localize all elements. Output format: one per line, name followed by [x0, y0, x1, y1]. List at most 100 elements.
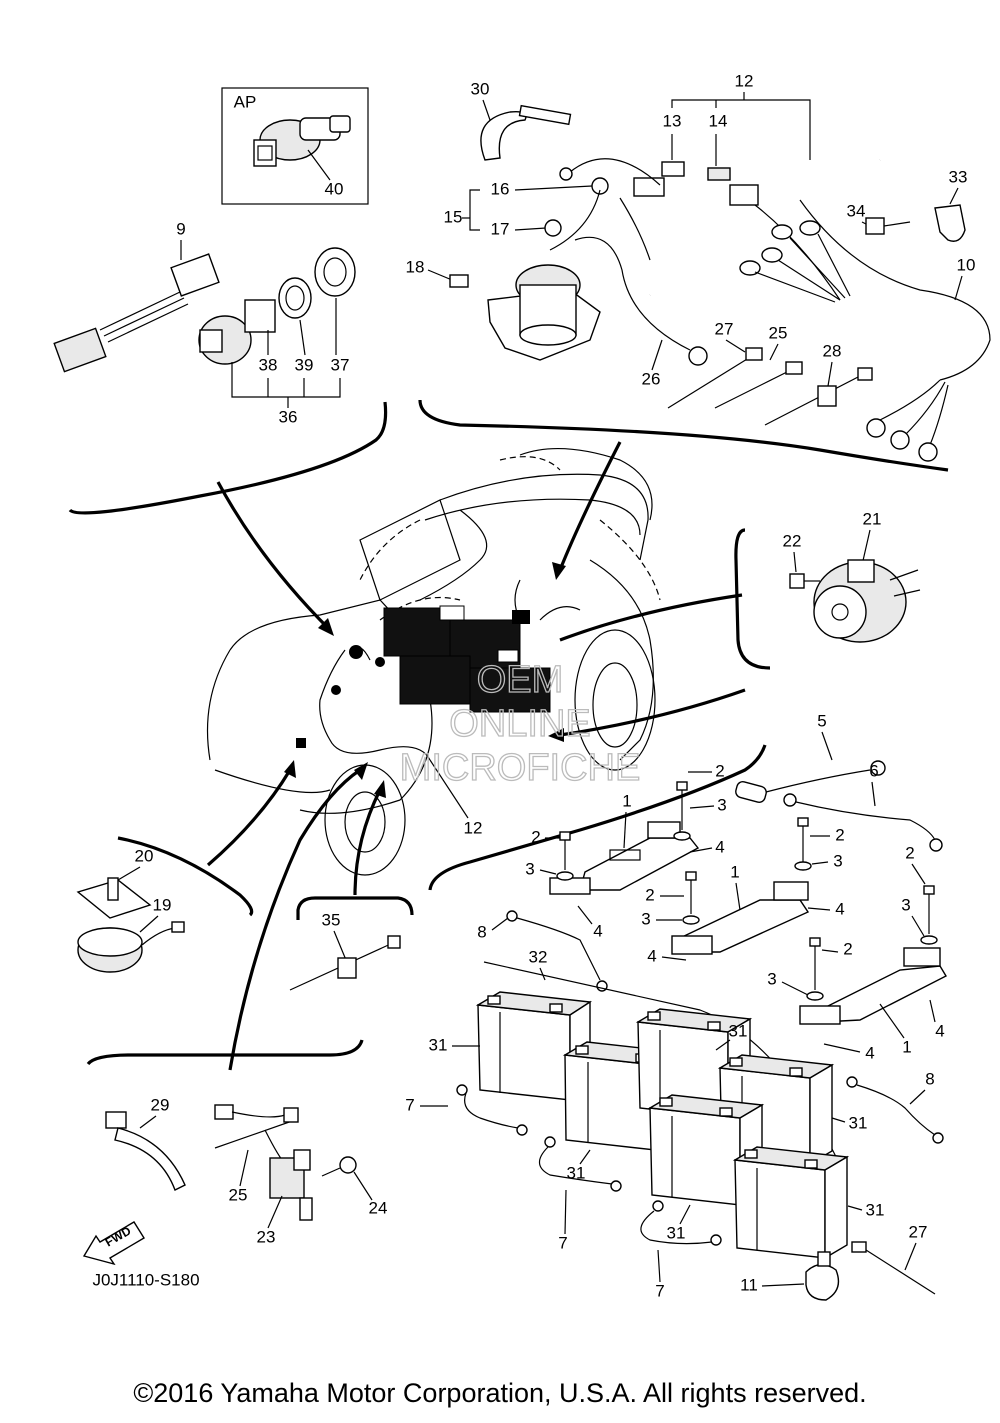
- fwd-arrow: FWD: [82, 1221, 145, 1266]
- ignition-switch-ap-part: [253, 115, 351, 167]
- callout-20: 20: [135, 846, 154, 865]
- callout-31c: 31: [849, 1113, 868, 1132]
- callout-2a: 2: [715, 761, 724, 780]
- callout-31d: 31: [567, 1163, 586, 1182]
- screw-24-part: [321, 1156, 357, 1177]
- inset-label: AP: [234, 92, 257, 111]
- buzzer-part: [77, 921, 185, 973]
- group-bracket-switch: [86, 1039, 364, 1066]
- battery-bank: [475, 991, 850, 1260]
- callout-33: 33: [949, 167, 968, 186]
- cable-8-top-part: [506, 910, 608, 992]
- clip-28-part: [764, 367, 873, 426]
- bolt-2e-part: [920, 885, 938, 945]
- group-bracket-left: [68, 401, 388, 515]
- callout-4c: 4: [647, 946, 656, 965]
- group-bracket-35: [296, 896, 414, 920]
- watermark-line-1: OEM: [477, 659, 564, 701]
- callout-4e: 4: [935, 1021, 944, 1040]
- callout-6: 6: [869, 761, 878, 780]
- callout-11: 11: [740, 1275, 758, 1294]
- callout-26: 26: [642, 369, 661, 388]
- ignition-switch-group: 9 38 39 37 36: [53, 219, 356, 426]
- callout-1-left: 1: [622, 791, 631, 810]
- callout-18: 18: [406, 257, 425, 276]
- clip-35-part: [289, 935, 401, 991]
- callout-25-bottom: 25: [229, 1185, 248, 1204]
- battery-hardware: 5 6 1: [477, 711, 947, 1166]
- callout-3f: 3: [767, 969, 776, 988]
- cable-tie-27-bottom-part: [851, 1241, 936, 1295]
- brake-switch-part: [269, 1149, 313, 1221]
- callout-5: 5: [817, 711, 826, 730]
- cart-batteries: [383, 605, 551, 713]
- callout-36: 36: [279, 407, 298, 426]
- cable-8-right-part: [846, 1076, 944, 1144]
- solenoid-part: [449, 177, 708, 366]
- callout-1-right: 1: [902, 1037, 911, 1056]
- watermark-line-2: ONLINE: [449, 703, 590, 745]
- battery-cables-7: [456, 1084, 722, 1246]
- callout-2e: 2: [905, 843, 914, 862]
- callout-25-top: 25: [769, 323, 788, 342]
- bolt-2b-part: [556, 831, 574, 881]
- callout-40: 40: [325, 179, 344, 198]
- callout-21: 21: [863, 509, 882, 528]
- battery-1: [475, 991, 593, 1102]
- bolt-2f-part: [806, 937, 824, 1001]
- copyright-notice: ©2016 Yamaha Motor Corporation, U.S.A. A…: [133, 1378, 867, 1408]
- watermark: OEM ONLINE MICROFICHE: [399, 658, 641, 789]
- harness-group: 30 12 13 14: [406, 71, 991, 462]
- bolt-2c-part: [682, 871, 700, 925]
- callout-12-vehicle: 12: [464, 818, 483, 837]
- callout-9: 9: [176, 219, 185, 238]
- drawing-code: J0J1110-S180: [92, 1270, 199, 1289]
- callout-27-top: 27: [715, 319, 734, 338]
- battery-6: [732, 1146, 850, 1260]
- cable-5-part: [735, 760, 886, 803]
- switch-harness-part: [53, 253, 220, 373]
- callout-38: 38: [259, 355, 278, 374]
- callout-3e: 3: [901, 895, 910, 914]
- callout-30: 30: [471, 79, 490, 98]
- callout-10: 10: [957, 255, 976, 274]
- callout-7a: 7: [405, 1095, 414, 1114]
- hold-down-1-center: [671, 881, 810, 955]
- callout-8-top: 8: [477, 922, 486, 941]
- callout-4a: 4: [715, 837, 724, 856]
- callout-12-top: 12: [735, 71, 754, 90]
- speed-sensor-group: 21 22: [783, 509, 921, 643]
- group-bracket-sensor: [734, 528, 771, 670]
- main-harness-part: [559, 155, 991, 381]
- group-bracket-right: [418, 399, 949, 472]
- callout-4f: 4: [865, 1043, 874, 1062]
- callout-3c: 3: [641, 909, 650, 928]
- callout-35: 35: [322, 910, 341, 929]
- clip-35-group: 35: [289, 910, 401, 991]
- buzzer-bracket-part: [76, 877, 152, 919]
- callout-19: 19: [153, 895, 172, 914]
- callout-27-bottom: 27: [909, 1222, 928, 1241]
- leader-lines: [206, 441, 746, 1071]
- switch-wires-part: [214, 1104, 299, 1161]
- bolt-2d-part: [794, 817, 812, 871]
- callout-3a: 3: [717, 795, 726, 814]
- callout-16: 16: [491, 179, 510, 198]
- callout-2f: 2: [843, 939, 852, 958]
- ignition-switch-part: [198, 299, 276, 365]
- watermark-line-3: MICROFICHE: [400, 747, 641, 789]
- callout-3d: 3: [833, 851, 842, 870]
- group-bracket-batteries: [428, 744, 767, 891]
- group-bracket-buzzer: [117, 836, 254, 917]
- callout-2d: 2: [835, 825, 844, 844]
- ap-inset: AP 40: [221, 87, 369, 205]
- callout-17: 17: [491, 219, 510, 238]
- vehicle-illustration: [206, 447, 661, 876]
- callout-4b: 4: [593, 921, 602, 940]
- knob-cover-part: [314, 247, 356, 297]
- callout-31e: 31: [667, 1223, 686, 1242]
- callout-14: 14: [709, 111, 728, 130]
- callout-28: 28: [823, 341, 842, 360]
- callout-23: 23: [257, 1227, 276, 1246]
